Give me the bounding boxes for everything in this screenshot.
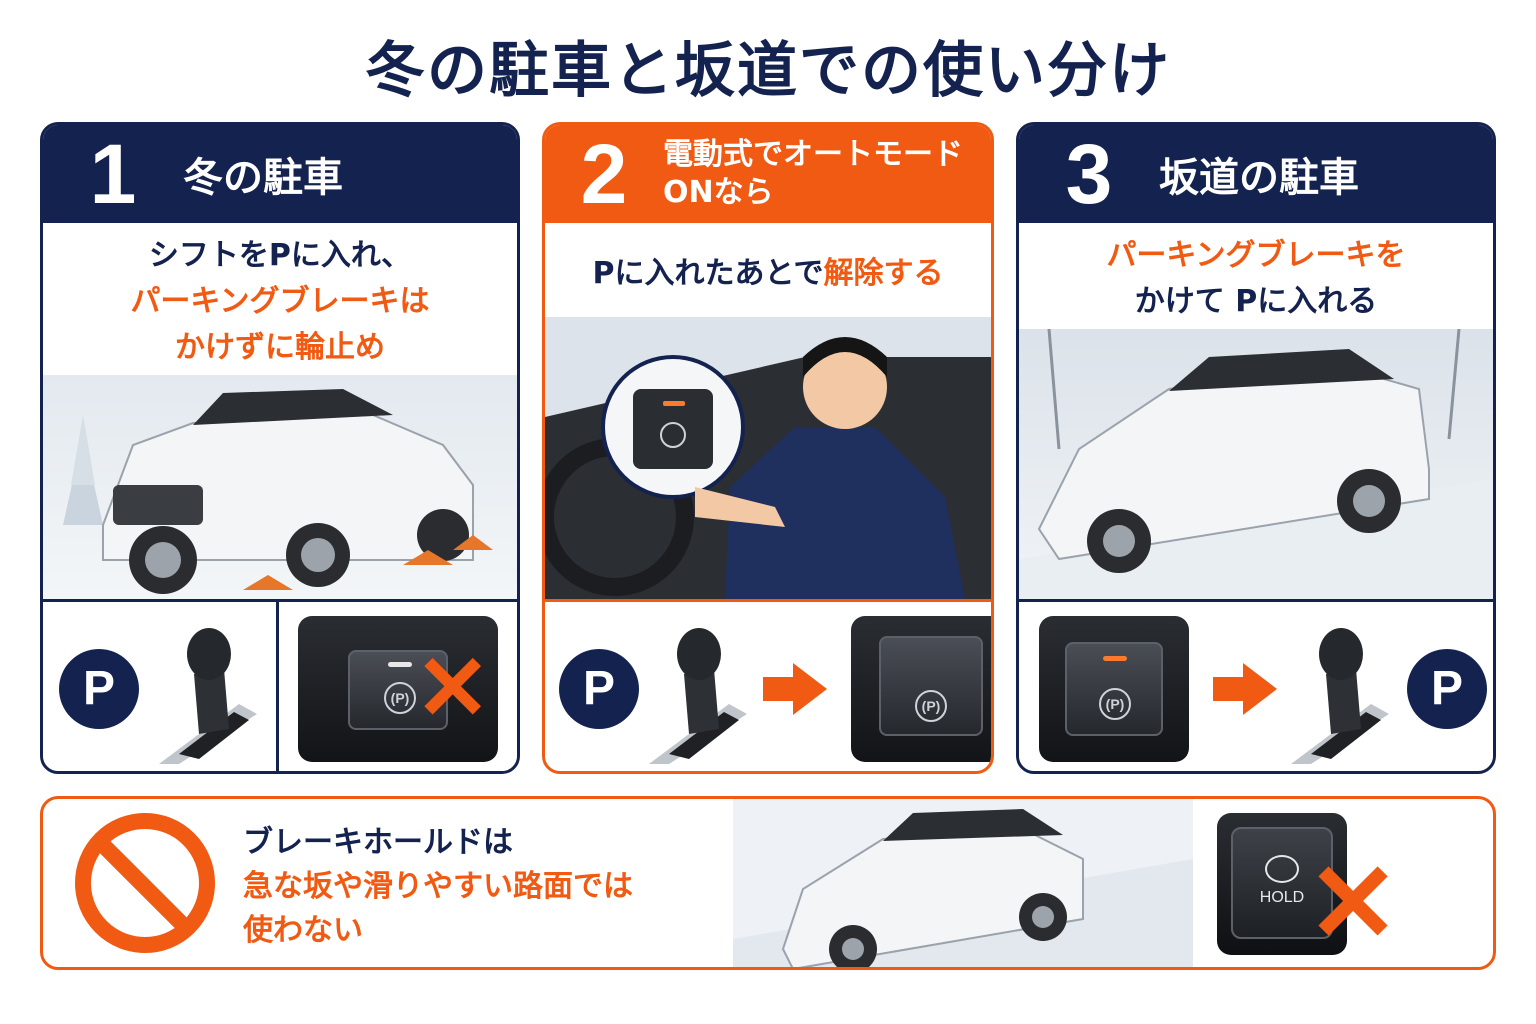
panel-header: 2 電動式でオートモード ONなら bbox=[545, 125, 991, 223]
desc-line-highlight: かけずに輪止め bbox=[175, 330, 385, 365]
slope-car-scene bbox=[1019, 329, 1493, 599]
parking-brake-icon: (P) bbox=[384, 681, 416, 714]
electronic-parking-brake-switch: (P) bbox=[851, 615, 991, 762]
parking-brake-icon: (P) bbox=[915, 689, 947, 722]
panel-title: 電動式でオートモード ONなら bbox=[663, 136, 963, 212]
desc-text: Pに入れたあとで bbox=[592, 256, 824, 291]
gear-shift-lever-icon bbox=[1291, 627, 1389, 764]
released-brake-switch-area: (P) bbox=[851, 615, 991, 762]
suv-on-slope-illustration bbox=[1019, 329, 1493, 599]
panel-description: シフトをPに入れ、 パーキングブレーキは かけずに輪止め bbox=[43, 233, 517, 371]
snowy-slope-car-illustration bbox=[733, 799, 1193, 967]
panel-title: 冬の駐車 bbox=[183, 155, 343, 201]
panel-winter-parking: 1 冬の駐車 シフトをPに入れ、 パーキングブレーキは かけずに輪止め P bbox=[40, 122, 520, 774]
park-badge: P bbox=[59, 648, 139, 729]
warning-line-highlight: 使わない bbox=[243, 913, 363, 948]
step-number: 1 bbox=[89, 126, 137, 221]
snowy-car-scene bbox=[43, 375, 517, 599]
panel-description: Pに入れたあとで解除する bbox=[545, 251, 991, 297]
step-number: 3 bbox=[1065, 126, 1113, 221]
x-mark-icon: ✕ bbox=[1307, 842, 1400, 965]
gear-shift-lever-icon bbox=[649, 627, 747, 764]
suv-with-wheel-chocks-illustration bbox=[63, 389, 493, 594]
desc-line-highlight: パーキングブレーキは bbox=[130, 284, 430, 319]
shift-lever-area: P bbox=[545, 614, 749, 764]
panel-header: 3 坂道の駐車 bbox=[1019, 125, 1493, 223]
x-mark-icon: ✕ bbox=[415, 639, 491, 739]
panel-auto-mode: 2 電動式でオートモード ONなら Pに入れたあとで解除する P bbox=[542, 122, 994, 774]
brake-button: (P) bbox=[1065, 641, 1163, 736]
parking-brake-icon: (P) bbox=[1099, 687, 1131, 720]
brake-hold-warning-banner: ブレーキホールドは 急な坂や滑りやすい路面では 使わない HOLD ✕ bbox=[40, 796, 1496, 970]
warning-line-highlight: 急な坂や滑りやすい路面では bbox=[243, 869, 633, 904]
gear-shift-lever-icon bbox=[159, 627, 257, 764]
indicator-light bbox=[388, 661, 412, 667]
panel-slope-parking: 3 坂道の駐車 パーキングブレーキを かけて Pに入れる (P) bbox=[1016, 122, 1496, 774]
panel-description: パーキングブレーキを かけて Pに入れる bbox=[1019, 233, 1493, 325]
brake-then-shift-row: (P) P bbox=[1019, 599, 1493, 771]
panel-title-line: ONなら bbox=[663, 175, 774, 210]
applied-brake-switch-area: (P) bbox=[1039, 615, 1189, 762]
arrow-right-icon bbox=[1213, 662, 1277, 715]
shift-and-brake-row: P (P) ✕ bbox=[43, 599, 517, 771]
hold-label: HOLD bbox=[1259, 889, 1305, 906]
brake-hold-switch: HOLD bbox=[1217, 813, 1347, 955]
park-badge: P bbox=[559, 648, 639, 729]
shift-lever-area: P bbox=[43, 602, 279, 771]
brake-button: (P) bbox=[348, 649, 448, 730]
desc-text-highlight: 解除する bbox=[823, 256, 944, 291]
warning-text: ブレーキホールドは 急な坂や滑りやすい路面では 使わない bbox=[243, 821, 633, 953]
brake-button: (P) bbox=[879, 635, 983, 736]
park-badge: P bbox=[1407, 648, 1487, 729]
arrow-right-icon bbox=[763, 662, 827, 715]
electronic-parking-brake-switch: (P) bbox=[298, 615, 498, 762]
hold-button: HOLD bbox=[1231, 827, 1333, 939]
electronic-parking-brake-switch: (P) bbox=[1039, 615, 1189, 762]
desc-line: シフトをPに入れ、 bbox=[148, 238, 412, 273]
brake-hold-icon bbox=[1265, 855, 1299, 883]
prohibited-icon bbox=[75, 813, 215, 953]
warning-line: ブレーキホールドは bbox=[243, 825, 513, 860]
shift-then-release-row: P (P) bbox=[545, 599, 991, 771]
panel-title-line: 電動式でオートモード bbox=[663, 137, 963, 172]
step-number: 2 bbox=[580, 126, 628, 221]
panel-title: 坂道の駐車 bbox=[1159, 155, 1359, 201]
driver-pressing-brake-button-illustration bbox=[545, 317, 991, 599]
panel-header: 1 冬の駐車 bbox=[43, 125, 517, 223]
desc-line-highlight: パーキングブレーキを bbox=[1106, 238, 1406, 273]
page-title: 冬の駐車と坂道での使い分け bbox=[365, 36, 1171, 106]
indicator-light-on bbox=[1103, 655, 1127, 661]
desc-line: かけて Pに入れる bbox=[1134, 284, 1378, 319]
parking-brake-switch-area: (P) ✕ bbox=[279, 602, 517, 771]
driver-scene bbox=[545, 317, 991, 599]
